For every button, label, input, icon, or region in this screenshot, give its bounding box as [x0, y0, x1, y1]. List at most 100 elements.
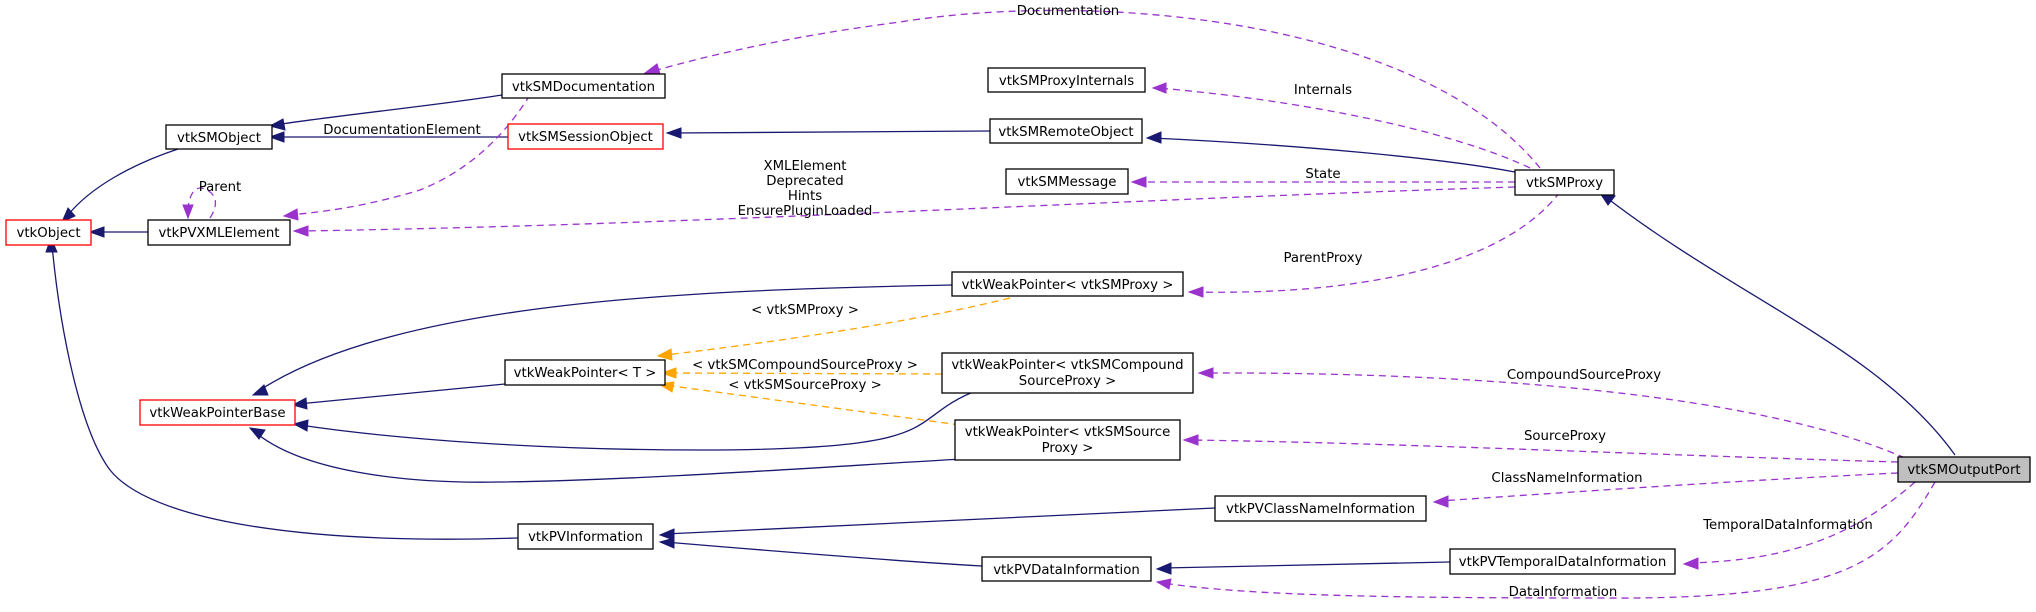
arrowhead	[1130, 176, 1147, 188]
edge-smobject-to-vtkobject	[67, 148, 179, 216]
edge-label-data-information: DataInformation	[1509, 585, 1618, 600]
nodes: vtkObject vtkSMObject vtkPVXMLElement vt…	[5, 67, 2031, 582]
edge-label-parent: Parent	[199, 180, 242, 195]
node-label-line1: vtkWeakPointer< vtkSMCompound	[951, 358, 1183, 373]
node-label: vtkSMOutputPort	[1907, 463, 2020, 478]
node-label: vtkWeakPointerBase	[149, 406, 285, 421]
arrowhead	[1182, 434, 1199, 446]
node-vtksmproxyinternals[interactable]: vtkSMProxyInternals	[987, 67, 1146, 93]
node-label: vtkSMDocumentation	[512, 80, 655, 95]
node-label: vtkPVTemporalDataInformation	[1459, 555, 1667, 570]
arrowhead	[292, 419, 309, 432]
node-vtksmproxy[interactable]: vtkSMProxy	[1514, 169, 1615, 196]
node-vtkpvxmlelement[interactable]: vtkPVXMLElement	[147, 219, 291, 246]
arrowhead	[658, 528, 675, 541]
arrowhead	[1682, 557, 1699, 570]
edge-outport-datainformation	[1162, 481, 1936, 599]
arrowhead	[248, 427, 266, 440]
usage-edges	[187, 9, 1936, 599]
node-vtkobject[interactable]: vtkObject	[5, 219, 92, 246]
arrowhead	[660, 367, 677, 379]
edge-outport-temporaldatainformation	[1689, 481, 1916, 564]
node-vtkpvtemporaldatainformation[interactable]: vtkPVTemporalDataInformation	[1449, 548, 1676, 575]
edge-wpcompound-to-wpbase	[299, 389, 979, 451]
edge-label-ensure-plugin-loaded: EnsurePluginLoaded	[738, 204, 873, 219]
edge-label-source-proxy: SourceProxy	[1524, 429, 1606, 444]
edge-label-template-compound: < vtkSMCompoundSourceProxy >	[692, 358, 918, 373]
inheritance-edges	[51, 94, 1956, 569]
node-vtkweakpointer-source[interactable]: vtkWeakPointer< vtkSMSource Proxy >	[954, 419, 1181, 461]
arrowhead	[1187, 286, 1204, 298]
edge-outport-sourceproxy	[1189, 439, 1899, 463]
edge-smdoc-documentationelement	[289, 94, 531, 216]
node-vtkweakpointerbase[interactable]: vtkWeakPointerBase	[139, 399, 296, 426]
edge-proxy-xmlelement	[299, 186, 1516, 232]
edge-proxy-to-remote	[1151, 137, 1516, 173]
arrowhead	[656, 348, 673, 361]
node-vtksmoutputport[interactable]: vtkSMOutputPort	[1897, 456, 2031, 483]
node-label: vtkPVDataInformation	[993, 563, 1140, 578]
node-vtkpvclassnameinformation[interactable]: vtkPVClassNameInformation	[1214, 495, 1427, 522]
edge-label-hints: Hints	[788, 189, 822, 204]
node-label: vtkSMProxyInternals	[999, 74, 1134, 89]
edge-label-deprecated: Deprecated	[766, 174, 844, 189]
node-label: vtkObject	[16, 226, 80, 241]
edge-label-compound-source-proxy: CompoundSourceProxy	[1507, 368, 1661, 383]
edge-temporal-to-datainfo	[1162, 561, 1451, 569]
edge-wpsource-template	[664, 384, 961, 426]
node-label: vtkSMObject	[177, 131, 261, 146]
node-vtksmmessage[interactable]: vtkSMMessage	[1005, 168, 1129, 195]
node-vtksmdocumentation[interactable]: vtkSMDocumentation	[501, 73, 666, 99]
node-vtksmsessionobject[interactable]: vtkSMSessionObject	[507, 123, 664, 150]
node-label-line2: Proxy >	[1042, 441, 1094, 456]
arrowhead	[291, 397, 308, 410]
node-label: vtkPVInformation	[528, 530, 643, 545]
node-vtkweakpointer-compound[interactable]: vtkWeakPointer< vtkSMCompound SourceProx…	[941, 352, 1194, 394]
node-vtkweakpointer-t[interactable]: vtkWeakPointer< T >	[504, 359, 666, 386]
node-vtksmremoteobject[interactable]: vtkSMRemoteObject	[989, 118, 1143, 144]
arrowhead	[1432, 495, 1449, 508]
node-vtkpvdatainformation[interactable]: vtkPVDataInformation	[981, 556, 1152, 582]
node-label: vtkSMProxy	[1526, 176, 1603, 191]
edge-pvinfo-to-vtkobject	[51, 244, 519, 540]
arrowhead	[1145, 131, 1162, 144]
node-label: vtkSMMessage	[1018, 175, 1117, 190]
edge-label-state: State	[1305, 167, 1340, 182]
node-label-line1: vtkWeakPointer< vtkSMSource	[965, 425, 1171, 440]
edge-label-documentation: Documentation	[1017, 4, 1120, 19]
edge-remote-to-session	[672, 130, 991, 134]
edge-pvxml-parent-self	[187, 187, 217, 219]
arrowhead	[61, 207, 76, 223]
edge-label-class-name-information: ClassNameInformation	[1491, 471, 1642, 486]
edge-proxy-parentproxy	[1194, 191, 1561, 293]
node-label-line2: SourceProxy >	[1019, 374, 1116, 389]
edge-proxy-documentation	[649, 9, 1541, 169]
edge-wpsource-to-wpbase	[254, 431, 981, 483]
node-vtkweakpointer-smproxy[interactable]: vtkWeakPointer< vtkSMProxy >	[951, 271, 1184, 297]
arrowhead	[1155, 578, 1172, 590]
edge-wpsmproxy-to-wpbase	[259, 284, 953, 391]
node-label: vtkWeakPointer< T >	[514, 366, 657, 381]
edge-wpt-to-wpbase	[297, 383, 506, 405]
edge-label-xmlelement: XMLElement	[763, 159, 846, 174]
arrowhead	[182, 204, 194, 220]
edge-label-temporal-data-information: TemporalDataInformation	[1702, 518, 1873, 533]
node-label: vtkPVClassNameInformation	[1226, 502, 1415, 517]
arrowhead	[1197, 367, 1214, 379]
arrowhead	[268, 118, 286, 131]
arrowhead	[268, 131, 285, 143]
edge-outport-to-proxy	[1606, 197, 1956, 456]
arrowhead	[292, 225, 309, 237]
edge-label-documentation-element: DocumentationElement	[323, 123, 481, 138]
arrowhead	[1151, 82, 1167, 94]
node-vtksmobject[interactable]: vtkSMObject	[165, 124, 273, 150]
node-label: vtkPVXMLElement	[159, 226, 280, 241]
node-vtkpvinformation[interactable]: vtkPVInformation	[517, 523, 654, 550]
arrowhead	[643, 63, 661, 75]
edge-smdoc-to-smobject	[274, 94, 503, 126]
arrowhead	[251, 384, 269, 396]
arrowhead	[665, 127, 682, 139]
arrowhead	[658, 537, 675, 549]
arrowhead	[282, 208, 299, 221]
